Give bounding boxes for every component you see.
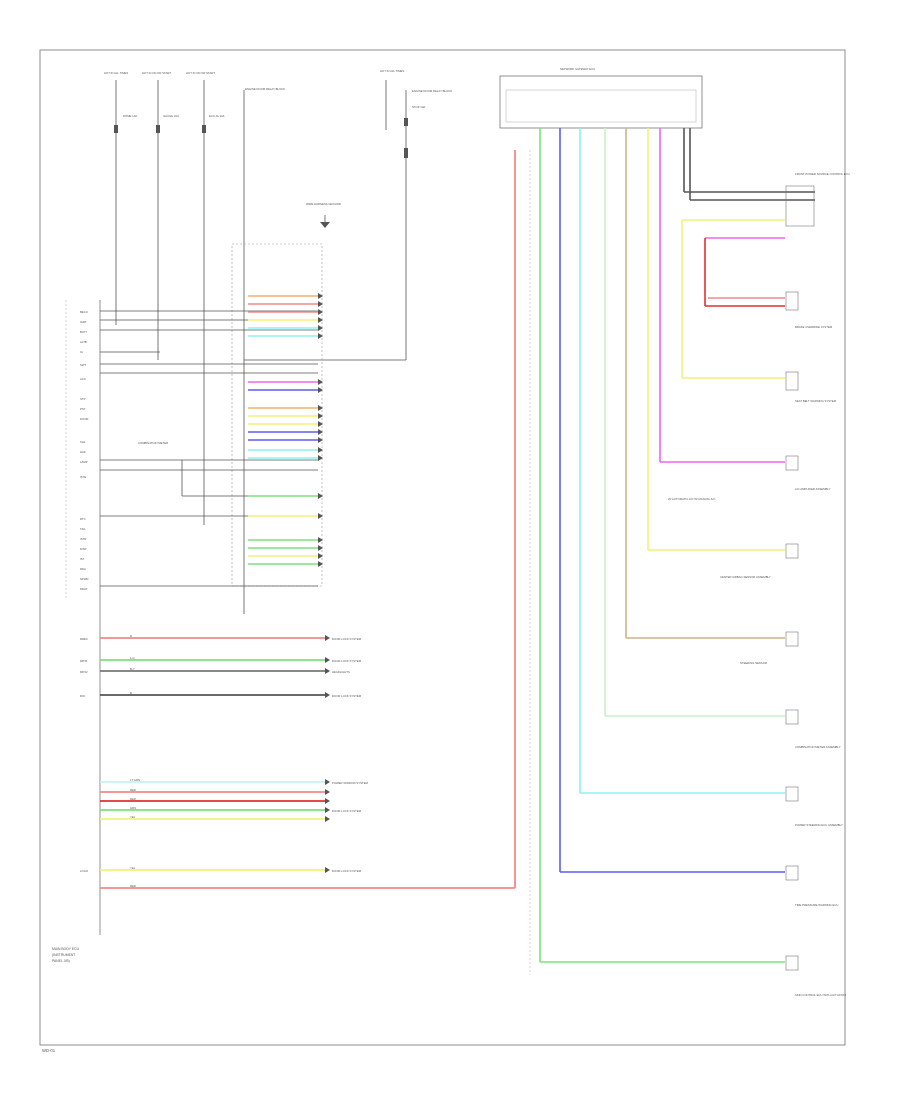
wire-label: RED [130, 884, 136, 888]
top-label-6: ENGINE ROOM RELAY BLOCK [412, 89, 452, 93]
combination-meter-label: COMBINATION METER [138, 441, 168, 445]
module-label: STEERING SENSOR [740, 661, 767, 665]
pin-label: BATT [80, 330, 87, 334]
module-label: A/C AMPLIFIER ASSEMBLY [795, 487, 831, 491]
pin-label: IG [80, 350, 83, 354]
ecu-label-3: PANEL J/B) [52, 959, 70, 963]
pin-label: DOOR [80, 417, 88, 421]
ground-label: WIRE HARNESS GROUND [306, 202, 341, 206]
top-label-4: ENGINE ROOM RELAY BLOCK [245, 87, 285, 91]
ecu-label-2: (INSTRUMENT [52, 953, 75, 957]
right-block-note: W/ AUTOMATIC A/C W/ MANUAL A/C [668, 497, 715, 501]
module-label: TIRE PRESSURE WARNING ECU [795, 903, 838, 907]
pin-label: SHL [80, 440, 86, 444]
wire-label: RED [130, 788, 136, 792]
destination-labels: DOOR LOCK SYSTEM DOOR LOCK SYSTEM HEADLI… [332, 637, 369, 873]
wire-label: L-G [130, 656, 135, 660]
module-label: CENTER AIRBAG SENSOR ASSEMBLY [720, 575, 771, 579]
pin-label: RREC [80, 637, 88, 641]
top-label-2: HOT IN ON OR START [142, 71, 171, 75]
dest-label: HEADLIGHTS [332, 670, 350, 674]
pin-label: IGRT [80, 320, 87, 324]
fuse-label-1: DOME 10A [123, 114, 137, 118]
top-label-1: HOT IN ALL TIMES [104, 71, 128, 75]
lower-left-wires [100, 150, 516, 889]
pin-label: LAMP [80, 460, 88, 464]
pin-label: MPX2 [80, 670, 88, 674]
fuse-labels: DOME 10A GAUGE 10A ECU-IG 10A STOP 10A [123, 105, 425, 118]
gateway-ecu: NETWORK GATEWAY ECU [499, 67, 703, 129]
dest-label: DOOR LOCK SYSTEM [332, 869, 362, 873]
ground-symbol: WIRE HARNESS GROUND [306, 202, 341, 228]
wire-label: B [130, 691, 132, 695]
right-module-labels: FRONT POWER SOURCE CONTROL ECU BRAKE OVE… [668, 172, 850, 997]
wire-color-labels: R L-G B-Y B LT GRN RED RED GRN YEL YEL R… [130, 634, 140, 888]
ecu-pin-labels: BECU IGRT BATT ALTB IG SWT ACC STP PST D… [80, 310, 89, 873]
footer-code: WD-01 [42, 1048, 56, 1053]
fuse-label-2: GAUGE 10A [163, 114, 179, 118]
fuse-label-4: STOP 10A [412, 105, 425, 109]
pin-label: IST [80, 557, 85, 561]
module-label: BRAKE OVERRIDE SYSTEM [795, 325, 833, 329]
dest-label: DOOR LOCK SYSTEM [332, 637, 362, 641]
dest-label: DOOR LOCK SYSTEM [332, 809, 362, 813]
fuse-symbols [114, 118, 408, 158]
connector-arrows [318, 293, 330, 873]
wire-label: LT GRN [130, 778, 140, 782]
dest-label: DOOR LOCK SYSTEM [332, 694, 362, 698]
pin-label: RIO [80, 694, 86, 698]
wire-label: YEL [130, 815, 136, 819]
supply-wires [115, 80, 407, 614]
top-labels: HOT IN ALL TIMES HOT IN ON OR START HOT … [104, 69, 452, 93]
pin-label: NPWR [80, 577, 89, 581]
pin-label: LOGO [80, 869, 89, 873]
pin-label: SWT [80, 363, 87, 367]
module-pins [785, 185, 815, 971]
dest-label: DOOR LOCK SYSTEM [332, 659, 362, 663]
main-body-ecu: MAIN BODY ECU (INSTRUMENT PANEL J/B) [52, 300, 101, 963]
pin-label: RDAT [80, 587, 88, 591]
module-label: SEAT BELT WARNING SYSTEM [795, 399, 837, 403]
relay-box-wires [248, 295, 318, 565]
module-label: FRONT POWER SOURCE CONTROL ECU [795, 172, 850, 176]
pin-label: DISP [80, 547, 87, 551]
pin-label: ACC [80, 377, 86, 381]
pin-label: ALTB [80, 340, 87, 344]
pin-label: PST [80, 407, 86, 411]
gateway-wires [539, 128, 815, 963]
wire-label: R [130, 634, 132, 638]
pin-label: RDA [80, 567, 86, 571]
wire-label: B-Y [130, 667, 135, 671]
ecu-label-1: MAIN BODY ECU [52, 947, 80, 951]
pin-label: STP [80, 397, 86, 401]
pin-label: HAZ [80, 450, 86, 454]
pin-label: ISTE [80, 475, 86, 479]
dest-label: POWER WINDOW SYSTEM [332, 781, 369, 785]
top-label-5: HOT IN ALL TIMES [380, 69, 404, 73]
pin-label: TAIL [80, 527, 86, 531]
pin-label: MPX1 [80, 659, 88, 663]
wire-label: YEL [130, 866, 136, 870]
gateway-label: NETWORK GATEWAY ECU [560, 67, 595, 71]
ecu-wires-internal [100, 310, 318, 587]
wire-label: RED [130, 797, 136, 801]
module-label: SKID CONTROL ECU WITH ACTUATOR [795, 993, 846, 997]
pin-label: BECU [80, 310, 88, 314]
top-label-3: HOT IN ON OR START [186, 71, 215, 75]
fuse-label-3: ECU-IG 10A [209, 114, 225, 118]
pin-label: RTC [80, 517, 86, 521]
diagram-frame [39, 49, 846, 1046]
pin-label: ISTR [80, 537, 86, 541]
module-label: COMBINATION METER ASSEMBLY [795, 745, 841, 749]
wire-label: GRN [130, 806, 136, 810]
module-label: POWER STEERING ECU ASSEMBLY [795, 823, 843, 827]
